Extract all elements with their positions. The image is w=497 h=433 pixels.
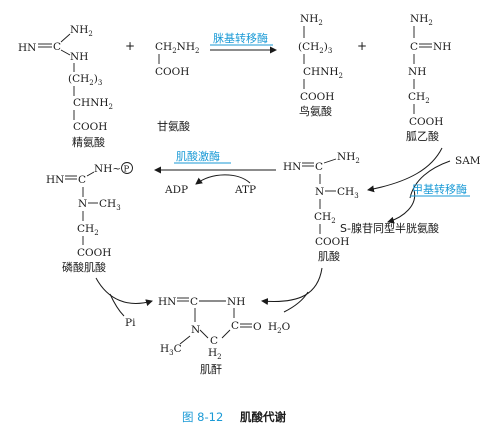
cr-n: N — [315, 186, 324, 198]
crn-n: N — [191, 324, 200, 336]
cr-hn: HN — [283, 161, 301, 173]
pcr-n: N — [78, 198, 87, 210]
pcr-hn: HN — [46, 174, 64, 186]
atp-adp-curve — [195, 174, 251, 185]
crn-c: C — [190, 296, 198, 308]
figure-caption: 图 8-12 肌酸代谢 — [182, 410, 286, 424]
orn-chain: (CH2)3 — [298, 41, 332, 55]
arg-nh: NH — [70, 51, 88, 63]
caption-title: 肌酸代谢 — [240, 410, 286, 424]
arg-hn: HN — [18, 42, 36, 54]
amidinotransferase-step: 脒基转移酶 — [210, 31, 277, 54]
pcr-to-creatinine-arrow — [95, 277, 153, 307]
sam-curve — [409, 160, 451, 199]
pi-label: Pi — [125, 317, 136, 329]
methyltransferase-label: 甲基转移酶 — [412, 182, 467, 196]
creatinine-structure: HN C NH N C O C H2 H3C 肌酐 — [158, 296, 262, 376]
gly-cooh: COOH — [155, 66, 189, 78]
pcr-ch3: CH3 — [99, 198, 121, 212]
gaa-cooh: COOH — [409, 116, 443, 128]
arg-chain: (CH2)3 — [68, 73, 102, 87]
creatine-structure: HN C NH2 N CH3 CH2 COOH 肌酸 — [283, 151, 360, 263]
crn-nh: NH — [227, 296, 245, 308]
gaa-ch2: CH2 — [408, 91, 430, 105]
plus-1: + — [125, 39, 135, 53]
creatinine-label: 肌酐 — [200, 363, 222, 376]
cr-cooh: COOH — [315, 236, 349, 248]
pi-branch — [109, 293, 125, 317]
orn-cooh: COOH — [300, 91, 334, 103]
gly-ch2nh2: CH2NH2 — [155, 41, 200, 55]
arg-nh2: NH2 — [70, 24, 93, 38]
crn-hn: HN — [158, 296, 176, 308]
pcr-to-creatinine-step: Pi — [95, 277, 153, 329]
caption-label: 图 8-12 — [182, 410, 223, 424]
arginine-label: 精氨酸 — [72, 135, 105, 149]
orn-chnh2: CHNH2 — [303, 66, 343, 80]
h2o-branch — [283, 291, 309, 313]
sah-arrow — [387, 189, 416, 224]
ornithine-label: 鸟氨酸 — [299, 104, 332, 118]
gaa-nh: NH — [408, 66, 426, 78]
cr-c: C — [315, 161, 323, 173]
cr-nh2: NH2 — [337, 151, 360, 165]
creatine-to-creatinine-arrow — [261, 267, 323, 305]
plus-2: + — [357, 39, 367, 53]
glycine-structure: CH2NH2 COOH 甘氨酸 — [155, 41, 200, 133]
pcr-c: C — [78, 174, 86, 186]
arg-c: C — [53, 41, 61, 53]
orn-nh2: NH2 — [300, 13, 323, 27]
creatine-to-creatinine-step: H2O — [261, 267, 323, 335]
crn-o: O — [253, 321, 262, 333]
guanidinoacetate-label: 胍乙酸 — [406, 129, 439, 143]
gaa-c: C — [410, 41, 418, 53]
arginine-structure: HN C NH2 NH (CH2)3 CHNH2 COOH 精氨酸 — [18, 24, 113, 149]
atp-label: ATP — [234, 184, 256, 196]
methyltransferase-step: SAM 甲基转移酶 S-腺苷同型半胱氨酸 — [340, 147, 481, 235]
crn-co-c: C — [231, 320, 239, 332]
pcr-cooh: COOH — [77, 247, 111, 259]
arg-cooh: COOH — [73, 121, 107, 133]
adp-label: ADP — [164, 184, 188, 196]
ornithine-structure: NH2 (CH2)3 CHNH2 COOH 鸟氨酸 — [298, 13, 343, 118]
sah-label: S-腺苷同型半胱氨酸 — [340, 221, 439, 235]
pcr-nh: NH~ — [94, 163, 121, 175]
crn-h2: H2 — [208, 347, 222, 361]
h2o-label: H2O — [268, 321, 291, 335]
arg-chnh2: CHNH2 — [73, 97, 113, 111]
cr-ch3: CH3 — [337, 186, 359, 200]
phosphate-circle — [121, 162, 133, 174]
sam-label: SAM — [455, 155, 481, 167]
creatine-kinase-label: 肌酸激酶 — [176, 149, 220, 163]
phosphocreatine-structure: HN C NH~ P N CH3 CH2 COOH 磷酸肌酸 — [46, 162, 133, 274]
cr-ch2: CH2 — [314, 211, 336, 225]
glycine-label: 甘氨酸 — [157, 119, 190, 133]
guanidinoacetate-structure: NH2 C NH NH CH2 COOH 胍乙酸 — [406, 13, 451, 143]
gaa-nh2: NH2 — [410, 13, 433, 27]
pcr-p: P — [124, 165, 130, 175]
pcr-ch2: CH2 — [77, 223, 99, 237]
creatine-kinase-step: 肌酸激酶 ADP ATP — [154, 149, 276, 196]
gaa-nh-right: NH — [433, 41, 451, 53]
creatine-label: 肌酸 — [318, 249, 340, 263]
amidinotransferase-label: 脒基转移酶 — [213, 31, 268, 45]
phosphocreatine-label: 磷酸肌酸 — [62, 260, 106, 274]
crn-ch2-c: C — [210, 335, 218, 347]
gaa-to-creatine-arrow — [367, 147, 443, 193]
crn-h3c: H3C — [160, 343, 182, 357]
